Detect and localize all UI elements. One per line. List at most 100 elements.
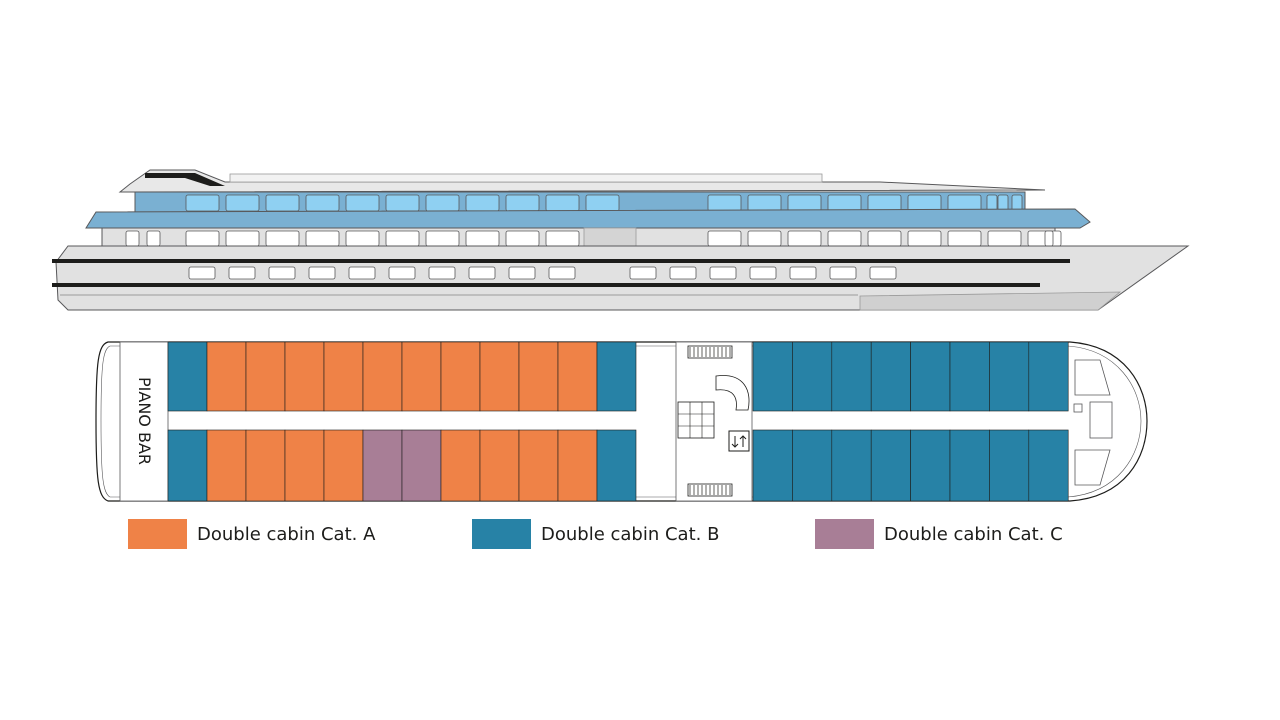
piano-bar-label: PIANO BAR <box>135 377 154 465</box>
aft-top-cabin-a <box>284 341 325 412</box>
upper-window-small <box>986 194 998 212</box>
upper-window <box>787 194 822 212</box>
piano-bar-area <box>119 341 169 502</box>
middle-deck-door <box>583 227 637 249</box>
middle-window <box>425 230 460 247</box>
fore-bottom-cabin-b <box>870 429 911 502</box>
middle-window <box>787 230 822 247</box>
elevator-arrows-icon <box>731 435 747 448</box>
upper-window <box>185 194 220 212</box>
aft-bottom-cabin-a <box>440 429 481 502</box>
middle-window <box>465 230 500 247</box>
upper-window <box>425 194 460 212</box>
aft-top-cabin-a <box>401 341 442 412</box>
fore-bottom-cabin-b <box>752 429 793 502</box>
middle-window <box>707 230 742 247</box>
porthole-window <box>869 266 897 280</box>
aft-top-cabin-a <box>557 341 598 412</box>
fore-bottom-cabin-b <box>1028 429 1069 502</box>
porthole-window <box>508 266 536 280</box>
porthole-window <box>428 266 456 280</box>
legend-label-cat-b: Double cabin Cat. B <box>541 523 720 545</box>
legend-item-cat-c: Double cabin Cat. C <box>815 519 1063 549</box>
upper-window <box>947 194 982 212</box>
fore-bottom-cabin-b <box>949 429 990 502</box>
aft-top-cabin-a <box>518 341 559 412</box>
middle-window <box>225 230 260 247</box>
upper-window <box>707 194 742 212</box>
aft-top-cabin-a <box>479 341 520 412</box>
porthole-window <box>629 266 657 280</box>
middle-window <box>1027 230 1062 247</box>
upper-window <box>305 194 340 212</box>
upper-window <box>225 194 260 212</box>
aft-top-cabin-b <box>596 341 637 412</box>
aft-bottom-cabin-a <box>479 429 520 502</box>
upper-window <box>545 194 580 212</box>
stair-grid <box>677 401 715 439</box>
middle-window <box>827 230 862 247</box>
middle-window-small <box>1044 230 1054 247</box>
spiral-stair <box>715 375 750 411</box>
middle-window <box>947 230 982 247</box>
porthole-window <box>268 266 296 280</box>
elevator-icon <box>728 430 750 452</box>
upper-window <box>747 194 782 212</box>
legend-swatch-cat-b <box>472 519 531 549</box>
upper-window <box>265 194 300 212</box>
upper-window <box>585 194 620 212</box>
middle-window <box>867 230 902 247</box>
porthole-window <box>348 266 376 280</box>
fore-top-cabin-b <box>989 341 1030 412</box>
deck-plan: PIANO BAR <box>95 341 1148 502</box>
bow-hatch <box>1089 401 1113 439</box>
aft-bottom-cabin-c <box>401 429 442 502</box>
middle-window <box>545 230 580 247</box>
middle-window <box>907 230 942 247</box>
upper-window <box>867 194 902 212</box>
middle-window <box>345 230 380 247</box>
fore-top-cabin-b <box>831 341 872 412</box>
legend-label-cat-c: Double cabin Cat. C <box>884 523 1063 545</box>
sun-deck <box>118 169 1046 193</box>
middle-window <box>265 230 300 247</box>
porthole-window <box>669 266 697 280</box>
fore-top-cabin-b <box>870 341 911 412</box>
upper-window <box>907 194 942 212</box>
porthole-window <box>188 266 216 280</box>
fore-top-cabin-b <box>1028 341 1069 412</box>
fore-bottom-cabin-b <box>910 429 951 502</box>
porthole-window <box>388 266 416 280</box>
porthole-window <box>829 266 857 280</box>
porthole-window <box>548 266 576 280</box>
middle-window-small <box>146 230 161 247</box>
porthole-window <box>789 266 817 280</box>
legend-label-cat-a: Double cabin Cat. A <box>197 523 376 545</box>
aft-bottom-cabin-a <box>323 429 364 502</box>
bow-fixture <box>1074 359 1111 486</box>
aft-bottom-cabin-a <box>206 429 247 502</box>
aft-bottom-cabin-a <box>245 429 286 502</box>
fore-top-cabin-b <box>910 341 951 412</box>
middle-window <box>747 230 782 247</box>
middle-window-small <box>125 230 140 247</box>
upper-window-small <box>997 194 1009 212</box>
legend-swatch-cat-a <box>128 519 187 549</box>
porthole-window <box>468 266 496 280</box>
aft-top-cabin-b <box>167 341 208 412</box>
legend-swatch-cat-c <box>815 519 874 549</box>
aft-bottom-cabin-a <box>518 429 559 502</box>
aft-top-cabin-a <box>245 341 286 412</box>
porthole-window <box>709 266 737 280</box>
aft-top-cabin-a <box>362 341 403 412</box>
fore-bottom-cabin-b <box>792 429 833 502</box>
middle-window <box>305 230 340 247</box>
aft-bottom-cabin-b <box>596 429 637 502</box>
deck-overhang <box>85 208 1091 229</box>
middle-window <box>385 230 420 247</box>
legend-item-cat-b: Double cabin Cat. B <box>472 519 719 549</box>
porthole-window <box>308 266 336 280</box>
upper-window <box>385 194 420 212</box>
fore-bottom-cabin-b <box>831 429 872 502</box>
